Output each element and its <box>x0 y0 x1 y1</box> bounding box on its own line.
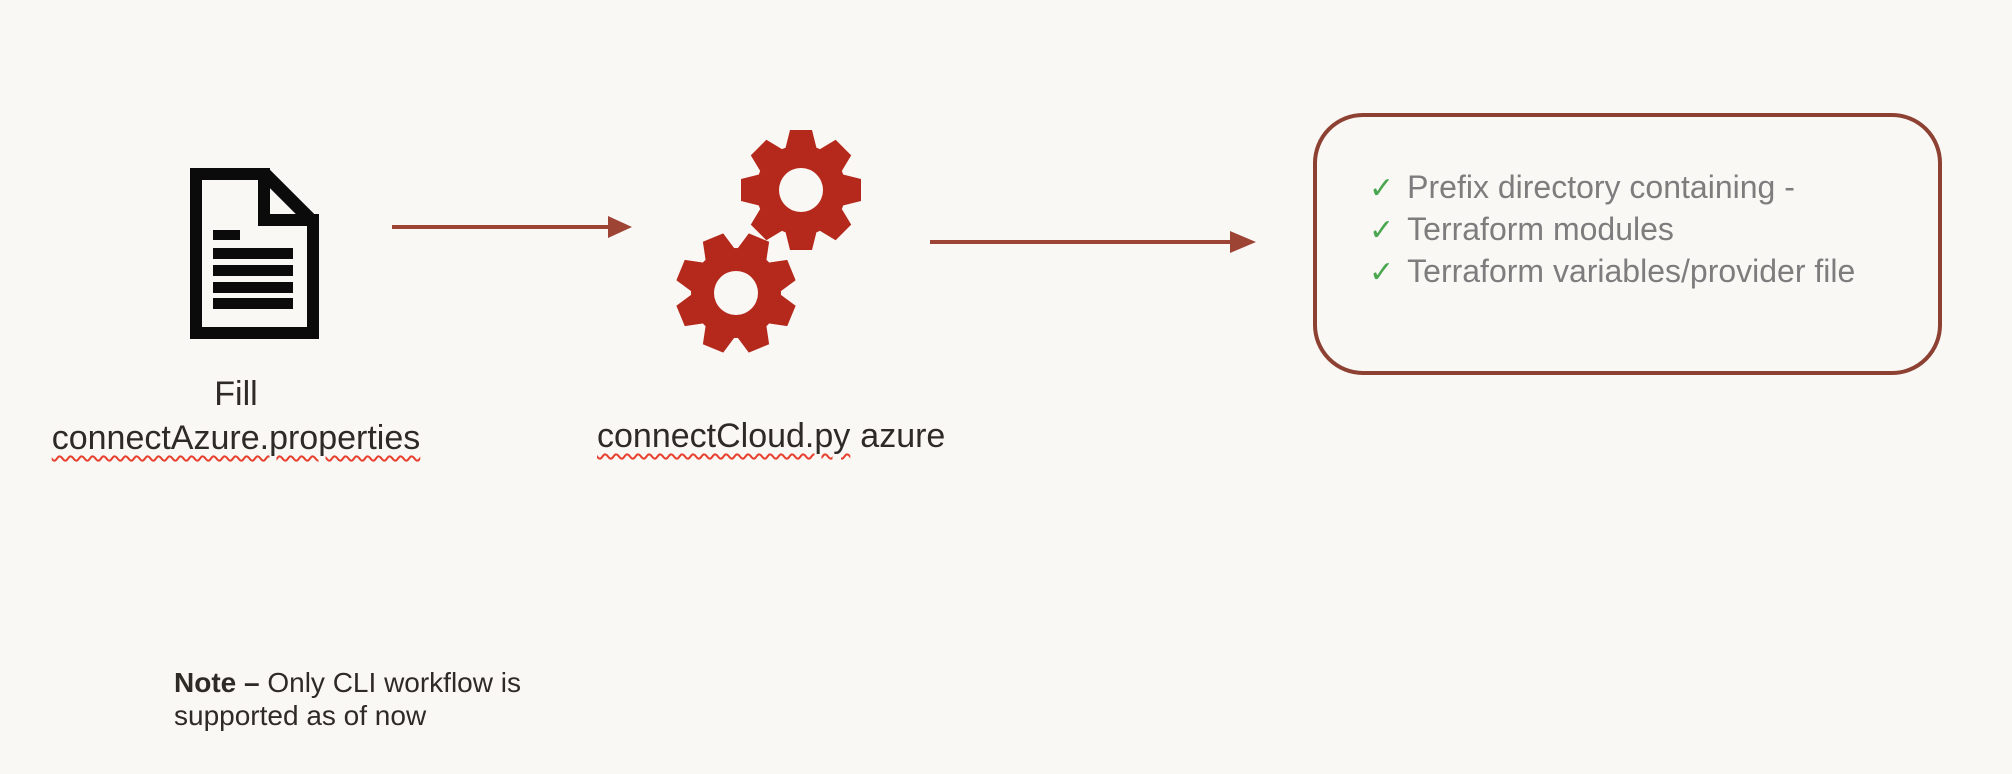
source-label-line1: Fill <box>214 375 258 413</box>
gears-icon <box>672 130 861 358</box>
list-item: ✓ Terraform modules <box>1369 209 1918 251</box>
output-box: ✓ Prefix directory containing - ✓ Terraf… <box>1313 113 1942 375</box>
list-item-text: Prefix directory containing - <box>1407 169 1795 205</box>
output-check-list: ✓ Prefix directory containing - ✓ Terraf… <box>1369 167 1918 293</box>
checkmark-icon: ✓ <box>1369 256 1395 289</box>
arrow-right-icon <box>392 216 632 238</box>
checkmark-icon: ✓ <box>1369 214 1395 247</box>
checkmark-icon: ✓ <box>1369 172 1395 205</box>
process-script-name: connectCloud.py <box>597 417 851 455</box>
list-item-text: Terraform variables/provider file <box>1407 253 1856 289</box>
note-text: Only CLI workflow is supported as of now <box>174 667 521 731</box>
note: Note – Only CLI workflow is supported as… <box>174 666 574 732</box>
list-item: ✓ Terraform variables/provider file <box>1369 251 1918 293</box>
arrow-right-icon <box>930 231 1256 253</box>
list-item-text: Terraform modules <box>1407 211 1674 247</box>
source-label-filename: connectAzure.properties <box>51 419 421 457</box>
list-item: ✓ Prefix directory containing - <box>1369 167 1918 209</box>
source-label: Fill connectAzure.properties <box>36 372 436 460</box>
document-icon <box>190 168 319 339</box>
note-label: Note – <box>174 667 260 698</box>
process-argument: azure <box>860 417 946 455</box>
